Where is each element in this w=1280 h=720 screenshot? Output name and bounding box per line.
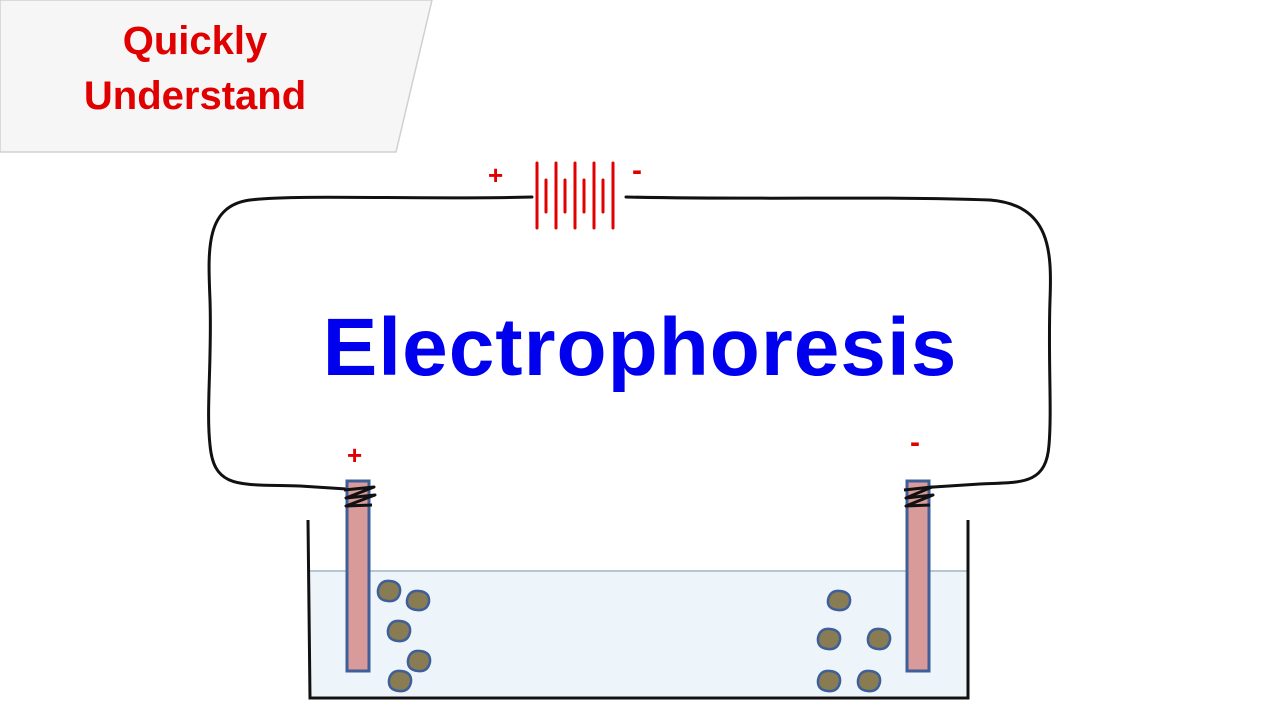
cathode-label: - [910, 426, 920, 459]
particle [386, 619, 412, 643]
particles-near-anode [376, 579, 432, 693]
page-title: Electrophoresis [322, 302, 958, 393]
particle [376, 579, 402, 603]
particle [826, 589, 852, 612]
particle [866, 627, 892, 651]
banner-line-quickly: Quickly [122, 19, 268, 63]
tank [306, 519, 970, 700]
anode-electrode [343, 479, 377, 673]
battery-negative-label: - [632, 154, 642, 187]
circuit-wire [207, 195, 1052, 492]
battery-symbol [535, 161, 615, 230]
particle [387, 669, 413, 693]
battery-positive-label: + [488, 160, 504, 190]
anode-label: + [347, 440, 363, 470]
particle [405, 589, 431, 612]
particles-near-cathode [816, 589, 892, 693]
particle [856, 669, 882, 693]
particle [816, 669, 842, 693]
banner-line-understand: Understand [83, 74, 307, 118]
banner-background [0, 0, 433, 153]
particle [816, 627, 842, 651]
cathode-electrode [903, 479, 935, 673]
banner-title: Quickly Understand [0, 14, 390, 124]
particle [406, 649, 432, 673]
